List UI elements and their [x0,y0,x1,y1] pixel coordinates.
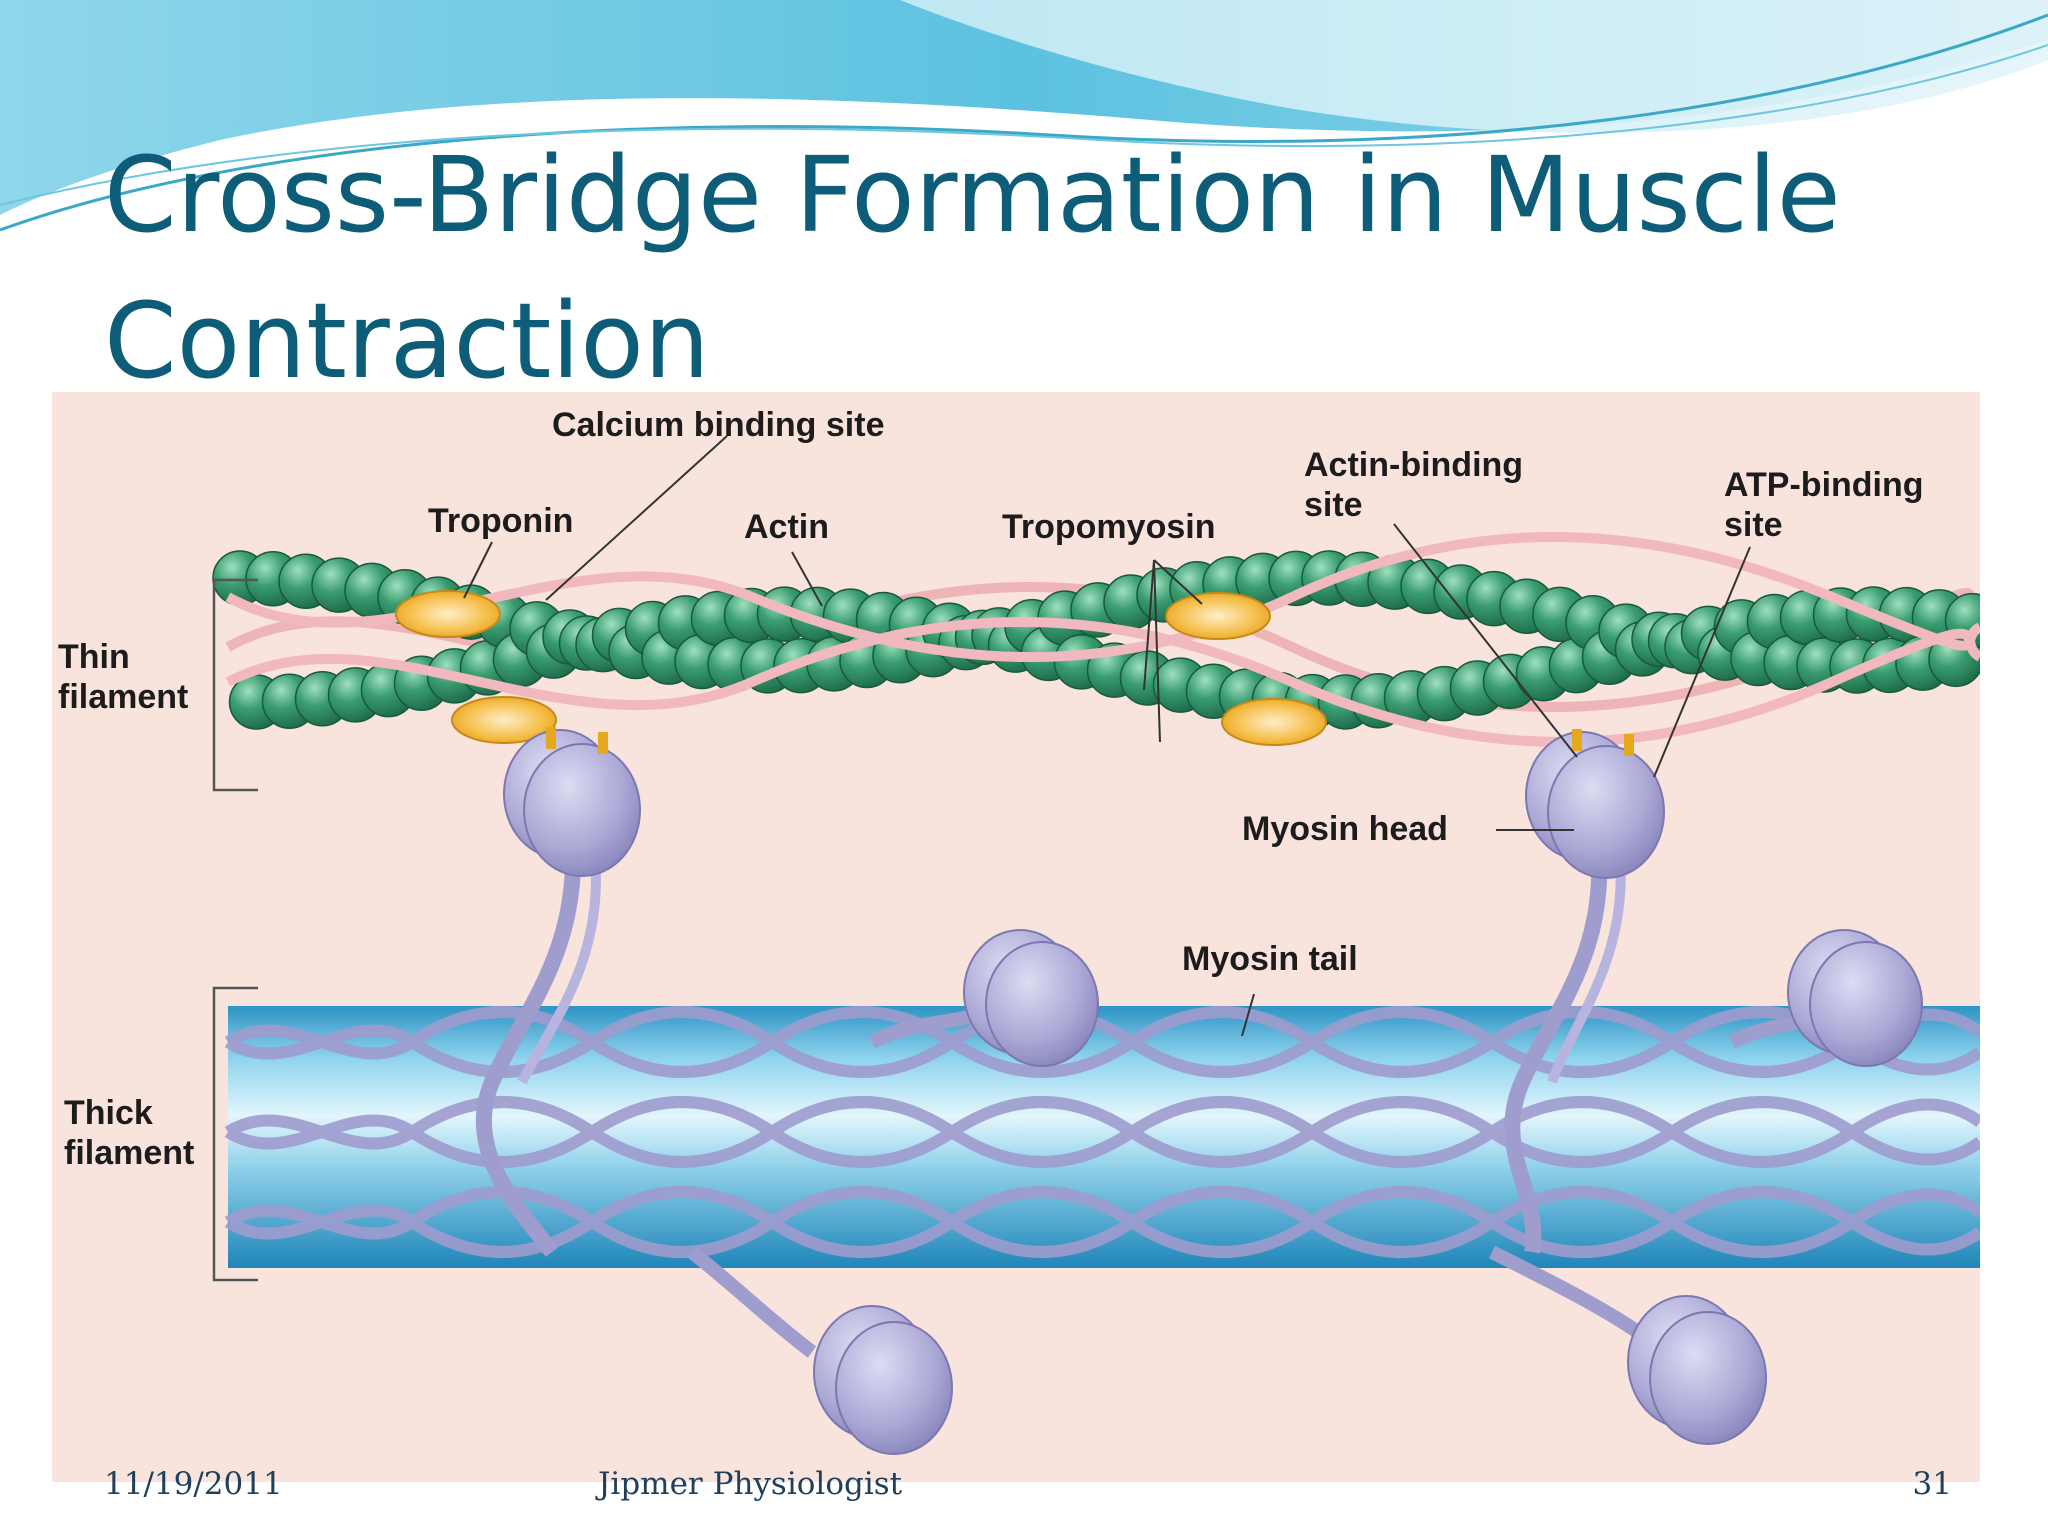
label-tropomyosin: Tropomyosin [1002,508,1215,546]
label-myosin-tail: Myosin tail [1182,940,1358,978]
troponin-4 [1221,698,1327,746]
troponin-1 [395,590,501,638]
footer-date: 11/19/2011 [104,1466,283,1502]
actin-binding-site-left [598,732,608,754]
troponin-3 [1165,592,1271,640]
label-actin: Actin [744,508,829,546]
diagram-canvas: Calcium binding site Troponin Actin Trop… [52,392,1980,1482]
label-thick-filament-line1: Thick [64,1094,153,1132]
label-actin-binding-site-line1: Actin-binding [1304,446,1523,484]
myosin-heads-resting [687,929,1923,1455]
slide-title: Cross-Bridge Formation in Muscle Contrac… [104,134,1841,402]
atp-site-right [1572,729,1582,751]
thick-filament-bracket [212,986,258,1282]
wave-header-decoration [0,0,2048,232]
label-atp-binding-site-line2: site [1724,506,1783,544]
label-calcium-binding-site: Calcium binding site [552,406,884,444]
myosin-head-left-b [523,743,641,877]
label-thick-filament-line2: filament [64,1134,194,1172]
label-atp-binding-site-line1: ATP-binding [1724,466,1924,504]
label-troponin: Troponin [428,502,573,540]
myosin-cross-bridge-right [1504,729,1665,1254]
thin-filament-bracket [212,578,258,792]
myosin-cross-bridge-left [475,727,641,1257]
troponin-2 [451,696,557,744]
label-actin-binding-site-line2: site [1304,486,1363,524]
atp-site-left [546,727,556,749]
footer-author: Jipmer Physiologist [598,1466,903,1502]
actin-binding-site-right [1624,734,1634,756]
label-thin-filament-line2: filament [58,678,188,716]
label-leader-lines [463,435,1751,1037]
label-thin-filament-line1: Thin [58,638,130,676]
troponin-complexes [395,590,1327,746]
label-myosin-head: Myosin head [1242,810,1448,848]
myosin-head-right-b [1547,745,1665,879]
footer-page-number: 31 [1912,1466,1952,1502]
cross-bridge-diagram: Calcium binding site Troponin Actin Trop… [52,392,1980,1482]
myosin-tail-strands [224,1006,1980,1258]
